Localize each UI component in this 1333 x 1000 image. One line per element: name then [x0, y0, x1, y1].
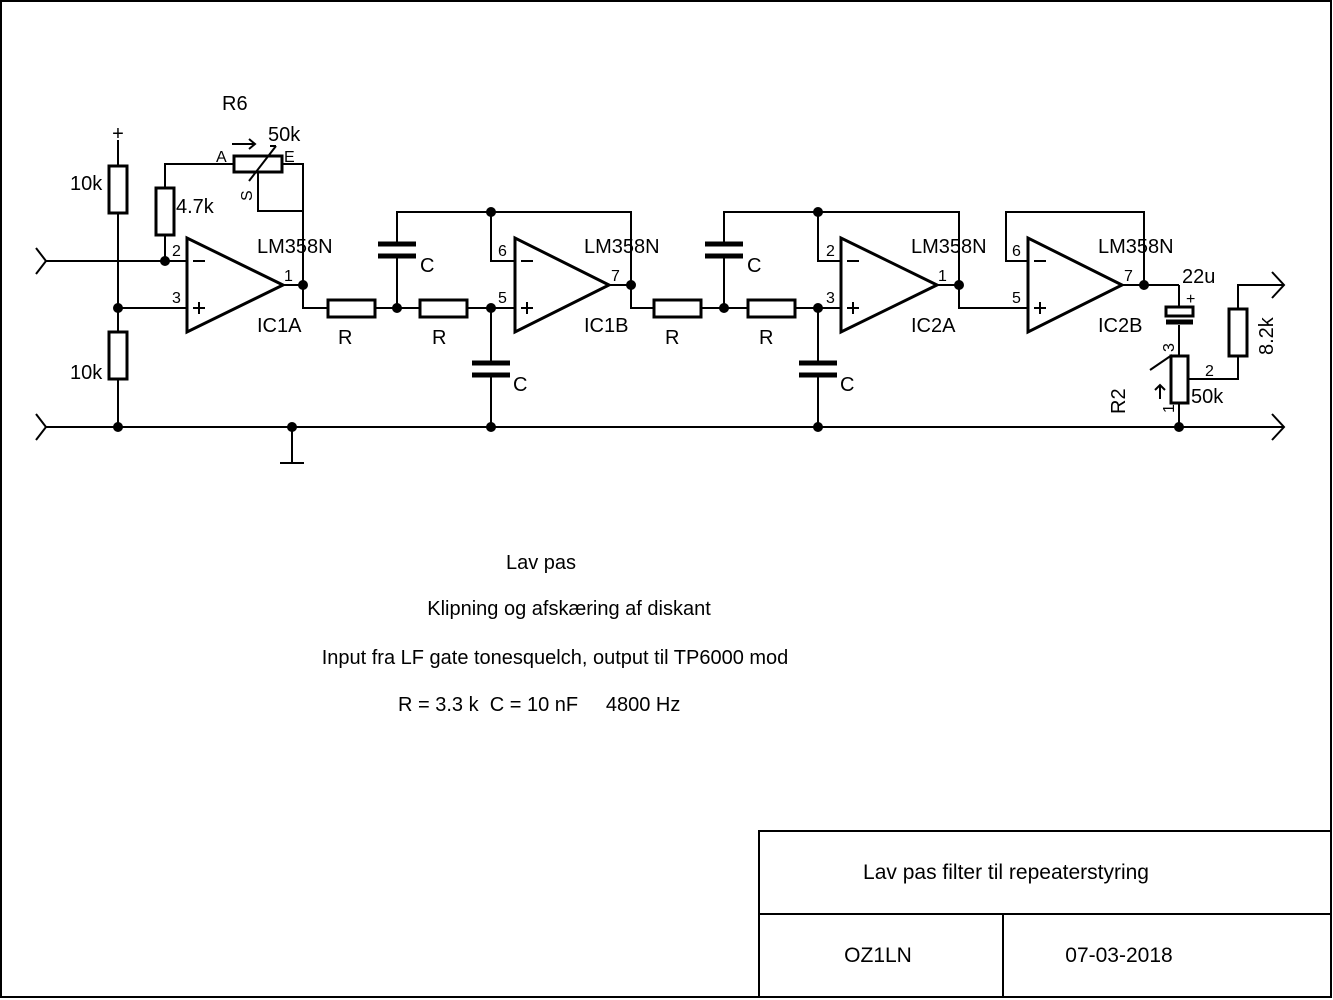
- resistor-4k7-value: 4.7k: [176, 196, 215, 218]
- opamp-triangle-icon: [513, 235, 613, 335]
- svg-text:3: 3: [1161, 343, 1178, 352]
- svg-text:LM358N: LM358N: [584, 236, 660, 258]
- title-block-author: OZ1LN: [844, 944, 912, 967]
- r6-value-label: 50k: [268, 124, 301, 146]
- opamp-ic2b: LM358N IC2B 6 5 7: [1005, 211, 1179, 337]
- opamp-ic1b: LM358N IC1B 6 5 7: [498, 235, 660, 337]
- potentiometer-r2: [1169, 354, 1190, 405]
- svg-text:LM358N: LM358N: [1098, 236, 1174, 258]
- note-line: Klipning og afskæring af diskant: [427, 598, 711, 620]
- opamp-triangle-icon: [1026, 235, 1126, 335]
- opamp-triangle-icon: [185, 235, 287, 335]
- pin-number: 1: [284, 268, 293, 285]
- resistor-10k-top-value: 10k: [70, 173, 103, 195]
- svg-text:6: 6: [1012, 243, 1021, 260]
- schematic-notes: Lav pas Klipning og afskæring af diskant…: [322, 552, 789, 716]
- pin-label: E: [284, 149, 295, 166]
- svg-text:2: 2: [826, 243, 835, 260]
- svg-text:R: R: [432, 327, 446, 349]
- svg-text:6: 6: [498, 243, 507, 260]
- svg-text:5: 5: [1012, 290, 1021, 307]
- input-arrow-icon: [35, 247, 48, 275]
- resistor-10k-bottom-value: 10k: [70, 362, 103, 384]
- opamp-triangle-icon: [839, 235, 941, 335]
- svg-text:R: R: [338, 327, 352, 349]
- trimmer-arrow-icon: [1149, 354, 1173, 371]
- filter-section-1: R R C C: [326, 207, 632, 427]
- svg-text:22u: 22u: [1182, 266, 1215, 288]
- resistor-r: [418, 298, 469, 319]
- svg-text:7: 7: [1124, 268, 1133, 285]
- output-network: 22u + 8.2k R2 50k 1 2 3: [1108, 266, 1286, 427]
- svg-text:IC1B: IC1B: [584, 315, 628, 337]
- pin-number: 3: [172, 290, 181, 307]
- opamp-ic2a: LM358N IC2A 2 3 1: [826, 235, 1028, 337]
- output-arrow-icon: [1271, 271, 1286, 299]
- opamp-ic1a: LM358N IC1A 2 3 1: [172, 235, 333, 337]
- svg-text:R: R: [759, 327, 773, 349]
- resistor-r: [652, 298, 703, 319]
- ic1a-feedback: 4.7k R6 50k A E S: [154, 93, 328, 309]
- input-connector: [35, 247, 187, 275]
- resistor-10k-top: [107, 164, 129, 215]
- opamp-part-label: LM358N: [257, 236, 333, 258]
- pin-label: A: [216, 149, 227, 166]
- capacitor-22u: [1164, 305, 1195, 318]
- filter-section-2: R R C C: [652, 207, 960, 427]
- note-line: Input fra LF gate tonesquelch, output ti…: [322, 647, 789, 669]
- supply-plus-label: +: [112, 123, 124, 145]
- svg-text:5: 5: [498, 290, 507, 307]
- pin-number: 2: [172, 243, 181, 260]
- ground-connector-arrow-icon: [35, 413, 48, 441]
- svg-text:8.2k: 8.2k: [1256, 316, 1278, 355]
- svg-text:IC2B: IC2B: [1098, 315, 1142, 337]
- svg-text:1: 1: [1161, 404, 1178, 413]
- note-line: R = 3.3 k C = 10 nF 4800 Hz: [398, 694, 680, 716]
- resistor-8k2: [1227, 307, 1249, 358]
- resistor-r: [746, 298, 797, 319]
- resistor-4k7: [154, 186, 176, 237]
- svg-text:C: C: [513, 374, 527, 396]
- svg-text:LM358N: LM358N: [911, 236, 987, 258]
- svg-text:IC2A: IC2A: [911, 315, 956, 337]
- title-block-date: 07-03-2018: [1065, 944, 1172, 967]
- r6-ref-label: R6: [222, 93, 248, 115]
- output-ground-arrow-icon: [1271, 413, 1286, 441]
- ground-rail: [35, 413, 1286, 464]
- svg-text:R: R: [665, 327, 679, 349]
- bias-divider: + 10k 10k: [70, 123, 187, 427]
- trimmer-arrow-icon: [248, 145, 277, 182]
- svg-text:2: 2: [1205, 363, 1214, 380]
- pin-label: S: [239, 190, 256, 201]
- svg-text:1: 1: [938, 268, 947, 285]
- opamp-ref-label: IC1A: [257, 315, 302, 337]
- svg-text:7: 7: [611, 268, 620, 285]
- resistor-10k-bottom: [107, 330, 129, 381]
- svg-text:C: C: [747, 255, 761, 277]
- svg-text:3: 3: [826, 290, 835, 307]
- svg-text:+: +: [1186, 291, 1195, 308]
- note-line: Lav pas: [506, 552, 576, 574]
- svg-text:R2: R2: [1108, 388, 1130, 414]
- title-block: Lav pas filter til repeaterstyring OZ1LN…: [758, 830, 1332, 998]
- svg-text:C: C: [840, 374, 854, 396]
- svg-text:50k: 50k: [1191, 386, 1224, 408]
- title-block-title: Lav pas filter til repeaterstyring: [863, 861, 1149, 884]
- svg-text:C: C: [420, 255, 434, 277]
- resistor-r: [326, 298, 377, 319]
